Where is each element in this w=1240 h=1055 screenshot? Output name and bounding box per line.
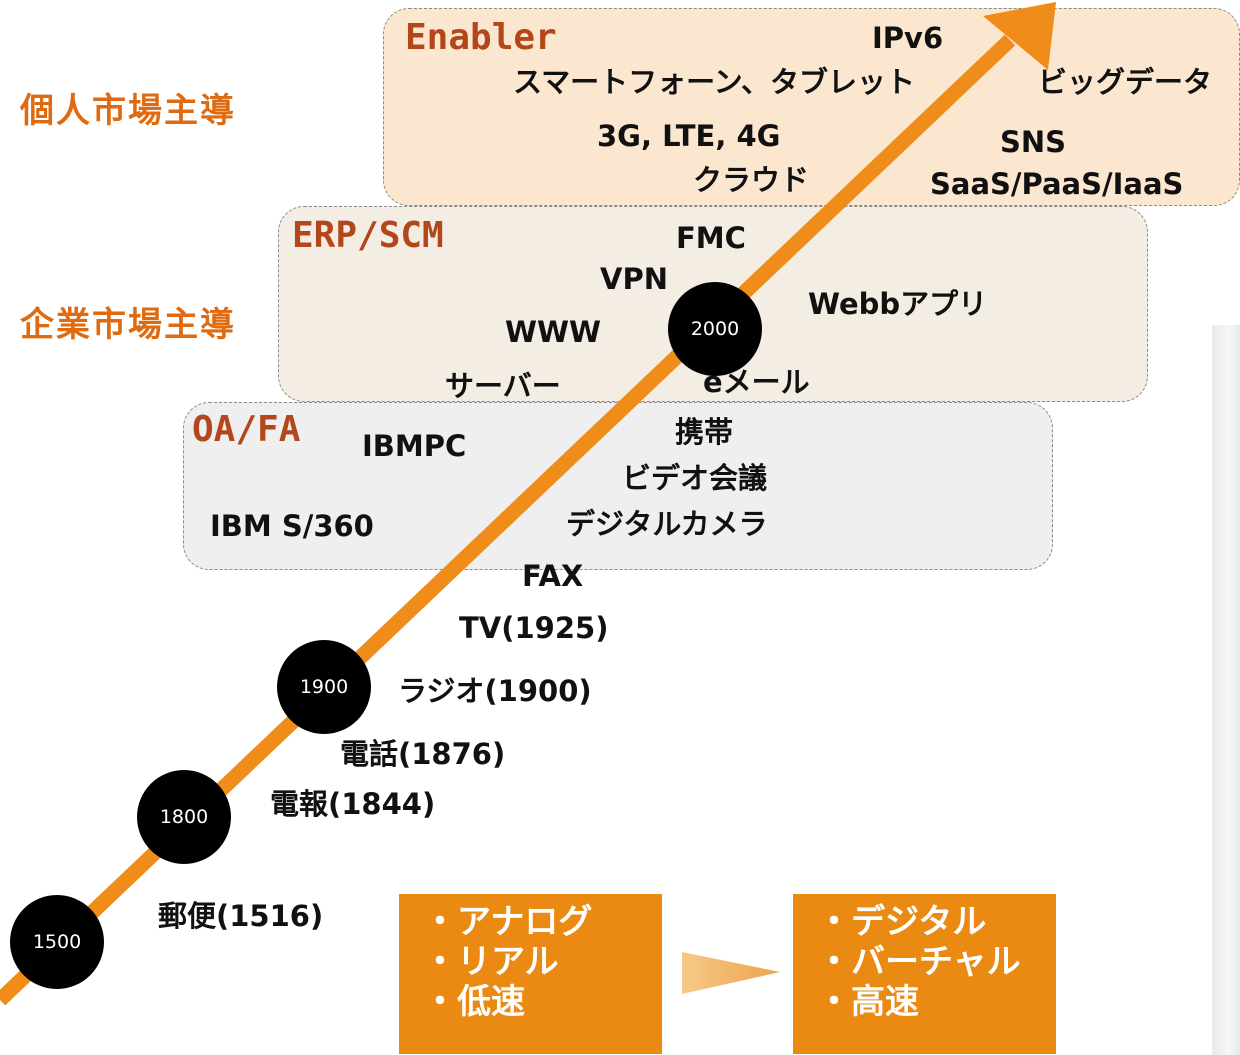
milestone-bubble: 1500 (10, 895, 104, 989)
enabler-item: 3G, LTE, 4G (597, 119, 781, 153)
analog-box: ・アナログ ・リアル ・低速 (399, 894, 662, 1054)
enabler-item: SaaS/PaaS/IaaS (930, 167, 1184, 201)
oa-fa-panel-title: OA/FA (192, 409, 301, 450)
background-photo-edge (1212, 325, 1240, 1055)
enabler-item: SNS (1000, 125, 1067, 159)
erp-item: Webbアプリ (808, 287, 988, 321)
timeline-item: 電報(1844) (270, 787, 436, 821)
analog-box-line: ・アナログ (423, 902, 593, 942)
erp-item: WWW (505, 315, 601, 349)
enabler-item: クラウド (693, 163, 810, 197)
analog-box-line: ・低速 (423, 982, 525, 1022)
analog-box-line: ・リアル (423, 942, 559, 982)
oa-fa-panel (183, 402, 1053, 570)
digital-box-line: ・デジタル (817, 902, 987, 942)
enabler-item: スマートフォーン、タブレット (513, 65, 915, 99)
enabler-panel (383, 8, 1240, 206)
erp-item: VPN (600, 262, 668, 296)
timeline-item: 電話(1876) (340, 737, 506, 771)
enabler-item: ビッグデータ (1038, 65, 1213, 99)
oa-item: デジタルカメラ (566, 507, 768, 541)
oa-item: 携帯 (675, 415, 734, 449)
timeline-item: ラジオ(1900) (398, 674, 592, 708)
milestone-bubble: 1900 (277, 640, 371, 734)
digital-box: ・デジタル ・バーチャル ・高速 (793, 894, 1056, 1054)
personal-market-label: 個人市場主導 (20, 91, 236, 131)
milestone-bubble: 1800 (137, 770, 231, 864)
milestone-bubble: 2000 (668, 282, 762, 376)
erp-item: FMC (676, 221, 746, 255)
timeline-item: TV(1925) (459, 611, 609, 645)
oa-item: IBM S/360 (210, 509, 374, 543)
timeline-item: 郵便(1516) (158, 899, 324, 933)
digital-box-line: ・高速 (817, 982, 919, 1022)
enabler-item: IPv6 (872, 21, 944, 55)
enterprise-market-label: 企業市場主導 (20, 305, 236, 345)
oa-item: IBMPC (362, 429, 467, 463)
erp-item: サーバー (445, 369, 561, 403)
erp-scm-panel-title: ERP/SCM (292, 215, 444, 256)
timeline-item: FAX (522, 559, 584, 593)
transition-arrow-icon (682, 952, 780, 994)
oa-item: ビデオ会議 (622, 461, 768, 495)
enabler-panel-title: Enabler (405, 17, 557, 58)
digital-box-line: ・バーチャル (817, 942, 1021, 982)
